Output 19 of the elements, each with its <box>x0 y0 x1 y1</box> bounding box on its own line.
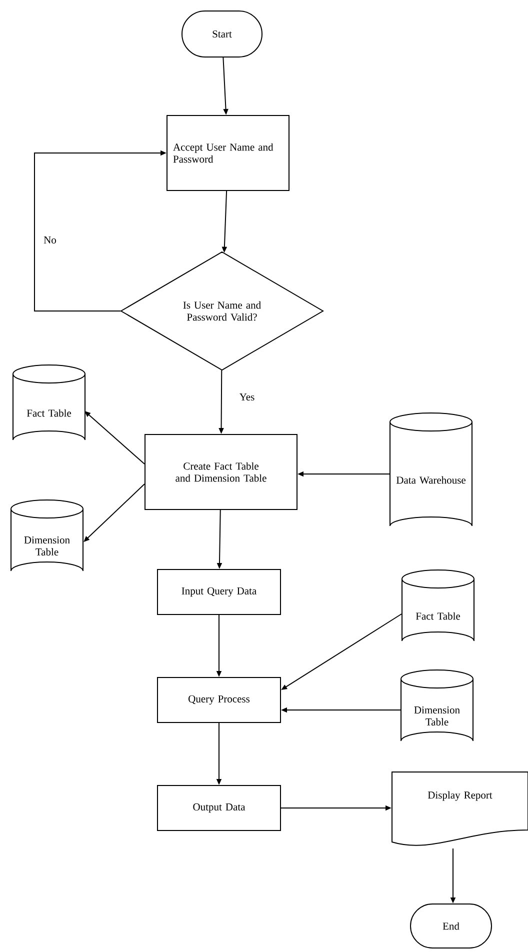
node-label: Dimension Table <box>24 536 70 556</box>
node-label: Fact Table <box>26 409 72 417</box>
node-label: Data Warehouse <box>396 476 466 484</box>
process-box: Query Process <box>157 677 281 723</box>
database-cylinder: Fact Table <box>12 364 86 440</box>
process-box: Input Query Data <box>157 569 281 615</box>
database-cylinder: Data Warehouse <box>390 412 472 526</box>
node-label: Fact Table <box>416 612 460 620</box>
database-cylinder: Dimension Table <box>10 500 84 572</box>
process-box: Accept User Name and Password <box>166 115 290 191</box>
arrow <box>84 484 145 542</box>
edge-label: No <box>42 236 58 244</box>
database-cylinder: Fact Table <box>402 570 474 642</box>
node-label: Dimension Table <box>414 706 460 726</box>
process-box: Create Fact Table and Dimension Table <box>144 434 298 510</box>
edge-label: Yes <box>238 392 256 402</box>
database-cylinder: Dimension Table <box>400 670 474 742</box>
arrow <box>84 411 145 464</box>
process-box: Output Data <box>157 785 281 831</box>
